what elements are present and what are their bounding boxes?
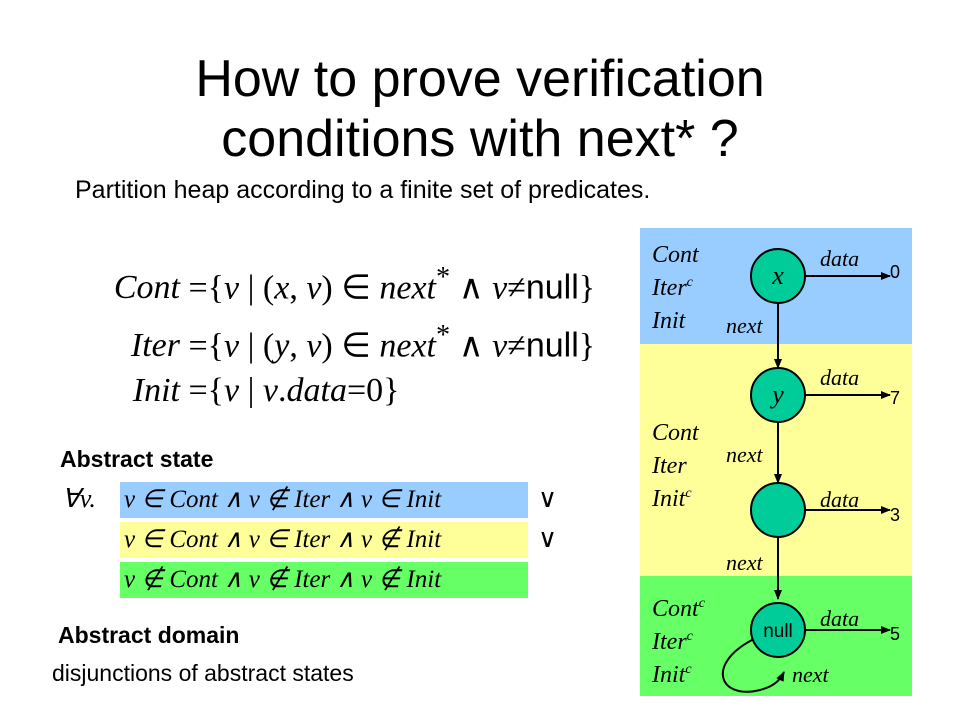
abstract-state-quantifier: ∀v.: [62, 484, 96, 513]
data-value-3: 3: [890, 505, 900, 525]
next-self-loop: [721, 639, 785, 693]
definition-cont: Cont ={v | (x, v) ∈ next* ∧ v≠null}: [55, 262, 595, 307]
heap-node-3: [750, 482, 806, 538]
definition-iter-next: next: [379, 327, 437, 365]
data-label-1: data: [820, 246, 859, 271]
definition-init: Init ={v | v.data=0}: [55, 372, 400, 410]
definition-cont-next: next: [379, 269, 437, 307]
abstract-domain-text: disjunctions of abstract states: [52, 660, 354, 686]
definition-init-data: data: [286, 372, 347, 409]
next-label-3: next: [726, 550, 764, 575]
definition-iter-null: null: [525, 326, 579, 365]
heap-node-null: [750, 602, 806, 658]
data-value-1: 0: [890, 262, 900, 282]
band-2-labels: Cont Iter Initc: [652, 420, 699, 512]
node-label-x: x: [771, 261, 784, 290]
data-label-3: data: [820, 487, 859, 512]
abstract-state-row-3: v ∉ Cont ∧ v ∉ Iter ∧ v ∉ Init: [120, 562, 528, 598]
heap-node-x: [750, 248, 806, 304]
next-label-2: next: [726, 442, 764, 467]
node-label-y: y: [769, 380, 784, 409]
abstract-state-or-1: ∨: [538, 484, 558, 513]
data-value-2: 7: [890, 388, 900, 408]
definition-iter-lhs: Iter: [130, 327, 180, 365]
subtitle: Partition heap according to a finite set…: [75, 176, 651, 204]
definition-cont-lhs: Cont: [113, 269, 180, 307]
next-label-1: next: [726, 313, 764, 338]
abstract-state-heading: Abstract state: [60, 446, 214, 472]
title-line-2: conditions with next* ?: [221, 110, 739, 168]
definition-cont-null: null: [525, 268, 579, 307]
data-value-4: 5: [890, 624, 900, 644]
abstract-state-row-2: v ∈ Cont ∧ v ∈ Iter ∧ v ∉ Init: [120, 522, 528, 558]
definition-init-zero: 0: [366, 372, 384, 409]
abstract-state-or-2: ∨: [538, 524, 558, 553]
title-line-1: How to prove verification: [195, 50, 765, 108]
data-label-2: data: [820, 365, 859, 390]
heap-node-y: [750, 367, 806, 423]
abstract-state-row-1: v ∈ Cont ∧ v ∉ Iter ∧ v ∈ Init: [120, 482, 528, 518]
band-3-labels: Contc Iterc Initc: [652, 596, 705, 688]
band-1-labels: Cont Iterc Init: [652, 242, 699, 334]
definition-iter-var: y: [274, 327, 290, 365]
next-label-4: next: [792, 662, 830, 687]
node-label-null: null: [763, 621, 793, 642]
data-label-4: data: [820, 606, 859, 631]
definition-init-lhs: Init: [132, 372, 180, 409]
definition-iter: Iter ={v | (y, v) ∈ next* ∧ v≠null}: [55, 320, 595, 365]
abstract-domain-heading: Abstract domain: [58, 622, 240, 648]
definition-cont-var: x: [274, 269, 290, 307]
